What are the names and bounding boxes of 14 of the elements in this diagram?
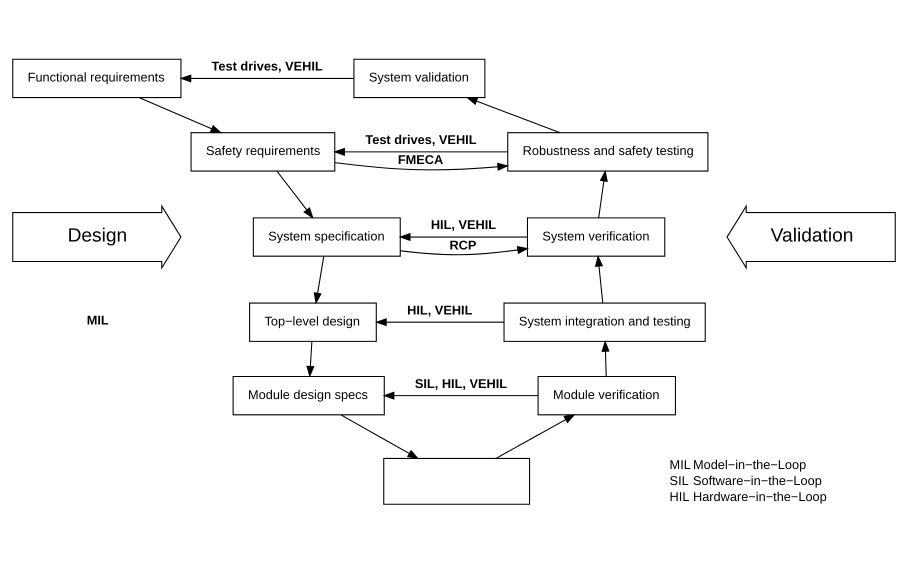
label: Model−in−the−Loop bbox=[692, 457, 806, 472]
label: SIL bbox=[670, 473, 689, 488]
edge-label: HIL, VEHIL bbox=[430, 217, 496, 232]
label: Hardware−in−the−Loop bbox=[692, 489, 827, 504]
edge-label: SIL, HIL, VEHIL bbox=[414, 376, 508, 391]
label: MIL bbox=[86, 312, 109, 328]
edge-label: Test drives, VEHIL bbox=[212, 58, 323, 74]
edge-label: FMECA bbox=[398, 152, 444, 168]
label: MIL bbox=[670, 457, 691, 472]
label: HIL bbox=[670, 489, 690, 504]
label: Software−in−the−Loop bbox=[692, 473, 822, 488]
edge-label: RCP bbox=[449, 237, 476, 252]
edge-label: HIL, VEHIL bbox=[407, 302, 472, 318]
edge-label: Test drives, VEHIL bbox=[365, 132, 477, 147]
